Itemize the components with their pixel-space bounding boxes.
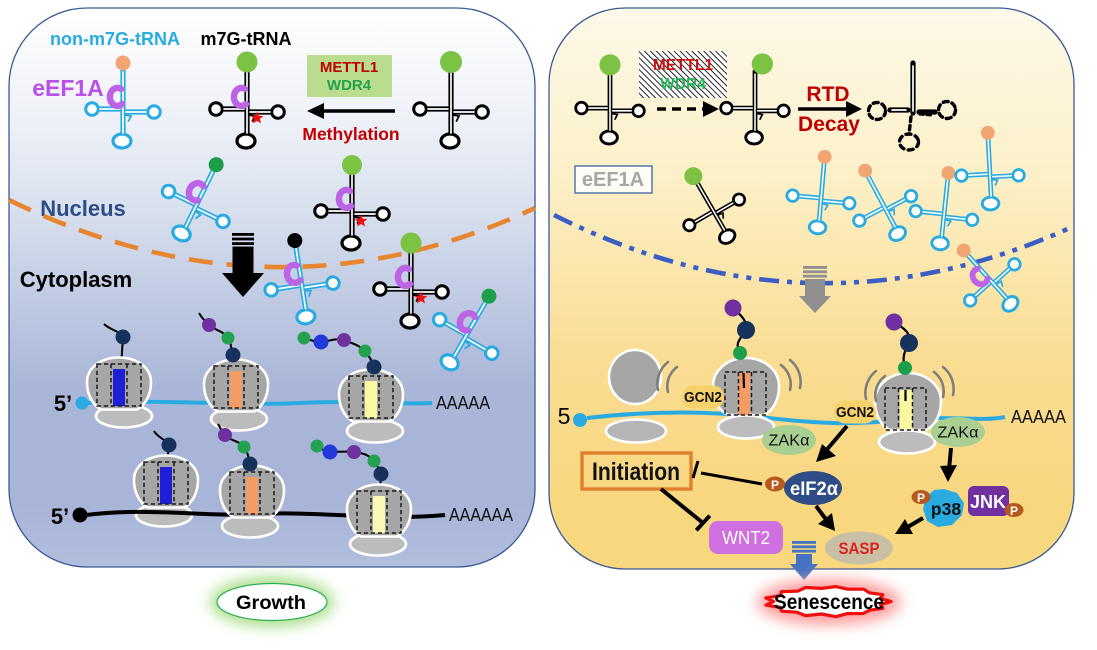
svg-text:Nucleus: Nucleus (40, 196, 126, 221)
svg-text:P: P (1010, 504, 1018, 518)
svg-text:eEF1A: eEF1A (582, 169, 644, 191)
svg-text:P: P (771, 478, 779, 492)
svg-text:Initiation: Initiation (592, 458, 680, 486)
svg-text:WDR4: WDR4 (660, 76, 706, 93)
svg-text:m7G-tRNA: m7G-tRNA (200, 29, 291, 49)
svg-text:METTL1: METTL1 (320, 59, 378, 76)
svg-text:RTD: RTD (806, 83, 849, 106)
svg-text:non-m7G-tRNA: non-m7G-tRNA (50, 29, 180, 49)
svg-text:Senescence: Senescence (774, 591, 884, 614)
svg-text:P: P (917, 491, 925, 505)
svg-text:AAAAAA: AAAAAA (449, 505, 513, 525)
svg-text:eIF2α: eIF2α (790, 479, 838, 500)
svg-text:METTL1: METTL1 (653, 57, 714, 74)
svg-text:5’: 5’ (51, 504, 69, 529)
svg-text:Decay: Decay (798, 113, 860, 136)
svg-text:JNK: JNK (970, 492, 1006, 512)
svg-text:p38: p38 (931, 499, 961, 519)
svg-text:WDR4: WDR4 (327, 77, 372, 94)
svg-text:eEF1A: eEF1A (32, 75, 104, 101)
svg-text:5: 5 (558, 403, 571, 429)
svg-text:AAAAA: AAAAA (1011, 407, 1066, 427)
svg-text:Cytoplasm: Cytoplasm (20, 267, 132, 292)
svg-text:WNT2: WNT2 (722, 528, 770, 548)
svg-text:Methylation: Methylation (302, 124, 399, 144)
svg-text:SASP: SASP (839, 539, 880, 558)
svg-text:AAAAA: AAAAA (436, 393, 490, 413)
svg-text:5’: 5’ (54, 391, 72, 416)
svg-text:Growth: Growth (236, 592, 306, 614)
